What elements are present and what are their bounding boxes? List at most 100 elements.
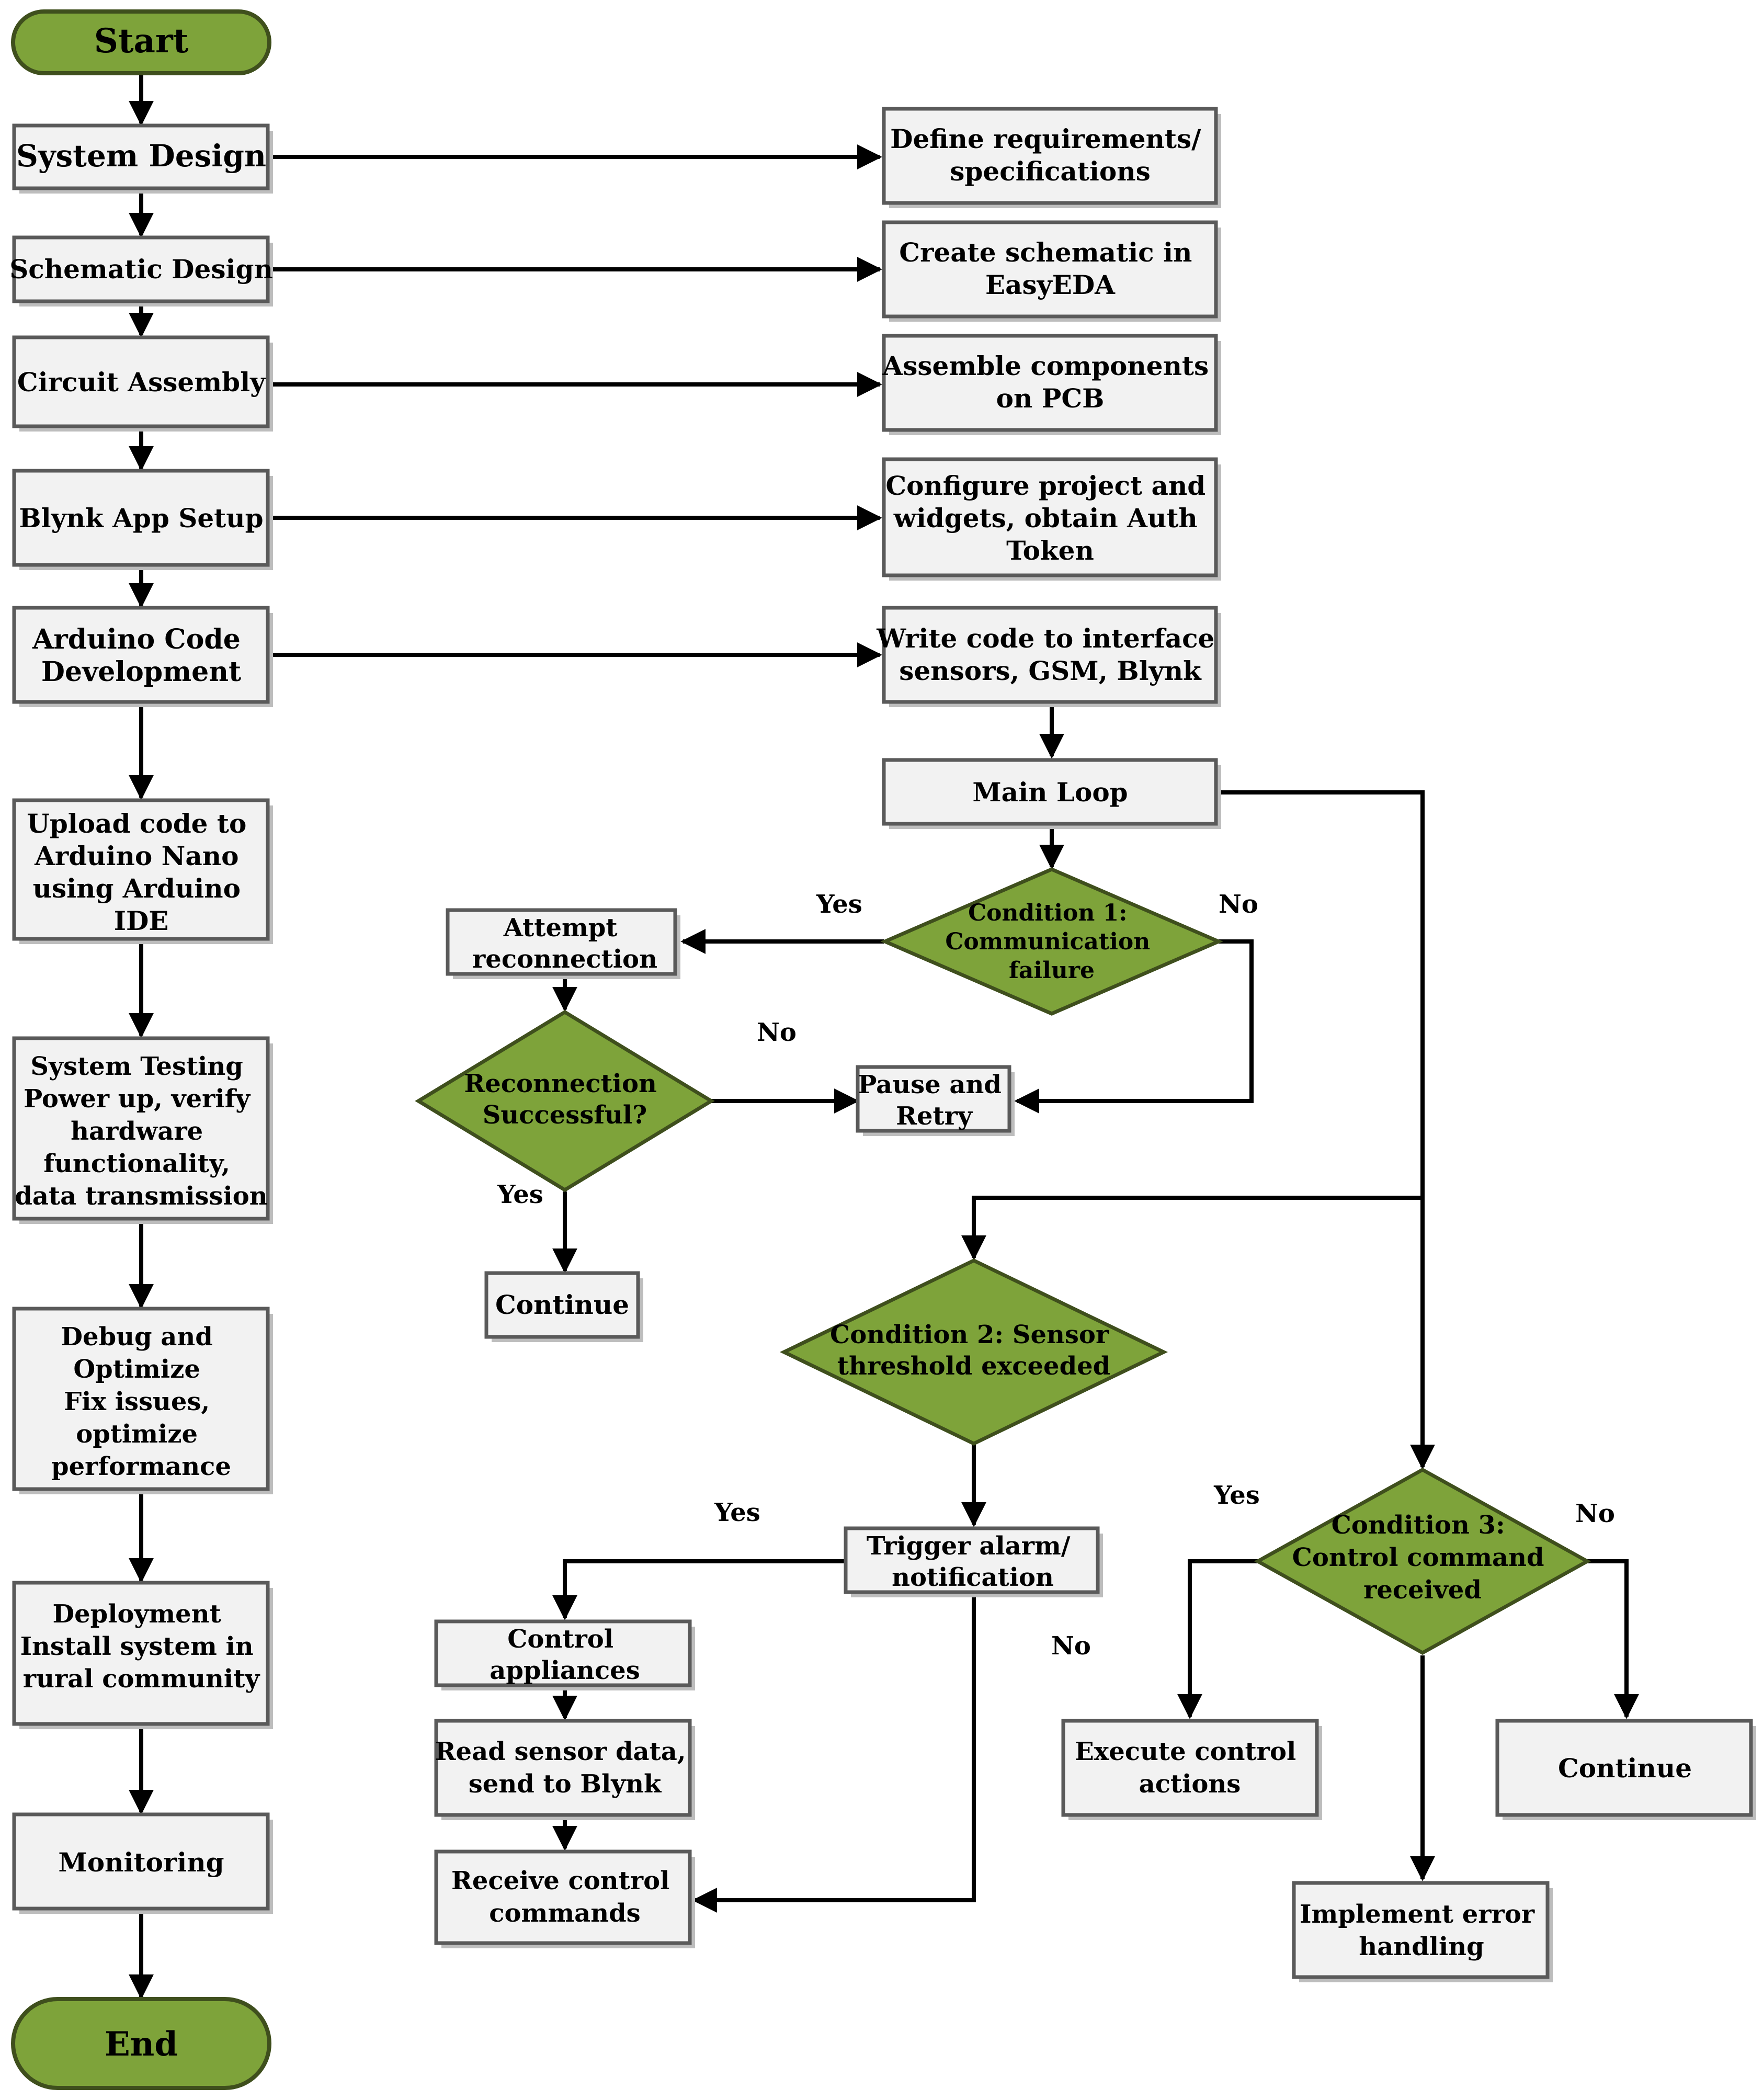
system-testing-line: hardware [71, 1117, 203, 1146]
condition-2-line: threshold exceeded [837, 1352, 1110, 1381]
arduino-code-line: Arduino Code [32, 623, 241, 655]
execute-actions-node[interactable]: Execute control actions [1061, 1719, 1322, 1820]
edge-cond3-continue [1587, 1559, 1639, 1719]
assemble-components-node[interactable]: Assemble components on PCB [882, 334, 1221, 435]
main-loop-node[interactable]: Main Loop [882, 758, 1221, 829]
reconnection-question-line: Successful? [483, 1100, 647, 1130]
debug-node[interactable]: Debug and Optimize Fix issues, optimize … [12, 1307, 273, 1494]
error-handling-node[interactable]: Implement error handling [1292, 1881, 1553, 1982]
debug-line: optimize [76, 1420, 198, 1449]
define-requirements-line: specifications [950, 156, 1151, 187]
pause-retry-label: Pause and Retry [858, 1070, 1010, 1131]
main-loop-label: Main Loop [972, 777, 1128, 808]
execute-actions-label: Execute control actions [1075, 1737, 1305, 1799]
assemble-components-label: Assemble components on PCB [882, 350, 1218, 414]
pause-retry-line: Retry [896, 1102, 973, 1131]
cond2-no-label: No [1051, 1631, 1091, 1661]
end-node[interactable]: End [11, 1997, 271, 2090]
start-node[interactable]: Start [11, 9, 271, 75]
condition-3-line: Control command [1292, 1543, 1544, 1572]
attempt-reconnection-label: Attempt reconnection [472, 913, 657, 974]
debug-line: performance [51, 1452, 231, 1481]
deployment-line: rural community [23, 1664, 261, 1694]
read-sensor-line: send to Blynk [469, 1769, 662, 1799]
continue-2-node[interactable]: Continue [1495, 1719, 1756, 1820]
trigger-alarm-line: Trigger alarm/ [867, 1531, 1071, 1561]
execute-actions-line: Execute control [1075, 1737, 1296, 1766]
control-appliances-line: Control [507, 1625, 613, 1654]
create-schematic-line: EasyEDA [985, 269, 1116, 300]
arduino-code-node[interactable]: Arduino Code Development [12, 606, 273, 707]
trigger-alarm-line: notification [892, 1563, 1054, 1592]
start-label: Start [94, 21, 189, 61]
configure-project-line: widgets, obtain Auth [893, 503, 1198, 533]
configure-project-line: Token [1006, 535, 1094, 566]
pause-retry-node[interactable]: Pause and Retry [856, 1065, 1015, 1136]
debug-line: Optimize [73, 1355, 200, 1384]
error-handling-line: handling [1359, 1932, 1484, 1961]
edge-mainloop-cond3 [1219, 790, 1435, 1470]
deployment-node[interactable]: Deployment Install system in rural commu… [12, 1581, 273, 1729]
arduino-code-label: Arduino Code Development [32, 623, 250, 688]
write-code-line: Write code to interface [876, 623, 1214, 654]
receive-commands-node[interactable]: Receive control commands [434, 1849, 695, 1948]
condition-2-line: Condition 2: Sensor [830, 1320, 1109, 1349]
blynk-setup-node[interactable]: Blynk App Setup [12, 469, 273, 570]
deployment-line: Install system in [20, 1632, 254, 1661]
condition-3-label: Condition 3: Control command received [1292, 1511, 1553, 1605]
upload-code-node[interactable]: Upload code to Arduino Nano using Arduin… [12, 798, 273, 944]
system-testing-node[interactable]: System Testing Power up, verify hardware… [12, 1036, 273, 1224]
edge-cond3-execute [1177, 1559, 1258, 1719]
edge-labels: Yes No No Yes Yes No Yes No [497, 890, 1615, 1661]
monitoring-node[interactable]: Monitoring [12, 1812, 273, 1914]
condition-3-node[interactable]: Condition 3: Control command received [1254, 1467, 1591, 1655]
condition-3-line: Condition 3: [1332, 1511, 1505, 1540]
condition-3-line: received [1363, 1575, 1482, 1605]
execute-actions-line: actions [1139, 1769, 1241, 1799]
system-testing-label: System Testing Power up, verify hardware… [15, 1052, 267, 1211]
schematic-design-node[interactable]: Schematic Design [9, 235, 273, 307]
attempt-reconnection-node[interactable]: Attempt reconnection [446, 908, 680, 979]
create-schematic-node[interactable]: Create schematic in EasyEDA [882, 220, 1221, 322]
system-testing-line: functionality, [43, 1149, 230, 1178]
continue-1-node[interactable]: Continue [484, 1271, 643, 1342]
condition-2-node[interactable]: Condition 2: Sensor threshold exceeded [779, 1258, 1168, 1446]
read-sensor-node[interactable]: Read sensor data, send to Blynk [434, 1719, 695, 1820]
circuit-assembly-node[interactable]: Circuit Assembly [12, 335, 273, 432]
configure-project-node[interactable]: Configure project and widgets, obtain Au… [882, 457, 1221, 581]
arduino-code-line: Development [41, 656, 241, 688]
assemble-components-line: Assemble components [882, 350, 1209, 381]
end-label: End [105, 2025, 178, 2064]
system-design-node[interactable]: System Design [12, 123, 273, 194]
control-appliances-line: appliances [490, 1656, 640, 1685]
condition-1-line: failure [1009, 957, 1095, 984]
reconnection-question-node[interactable]: Reconnection Successful? [415, 1009, 715, 1193]
system-testing-line: Power up, verify [24, 1084, 251, 1114]
schematic-design-label: Schematic Design [9, 254, 273, 285]
reconnect-yes-label: Yes [497, 1180, 543, 1209]
upload-code-line: Arduino Nano [34, 841, 238, 871]
left-column: Start System Design Schematic Design Cir… [9, 9, 273, 2090]
configure-project-label: Configure project and widgets, obtain Au… [885, 470, 1214, 566]
error-handling-label: Implement error handling [1300, 1900, 1543, 1961]
read-sensor-label: Read sensor data, send to Blynk [435, 1737, 695, 1799]
define-requirements-line: Define requirements/ [890, 123, 1201, 154]
receive-commands-line: commands [489, 1899, 640, 1928]
cond1-no-label: No [1219, 890, 1258, 919]
system-testing-line: System Testing [30, 1052, 243, 1081]
edges [129, 73, 1639, 2000]
edge-cond1-pause [1014, 939, 1254, 1114]
trigger-alarm-label: Trigger alarm/ notification [867, 1531, 1079, 1592]
continue-2-label: Continue [1558, 1753, 1692, 1784]
upload-code-line: Upload code to [27, 808, 246, 839]
deployment-line: Deployment [53, 1599, 221, 1629]
reconnection-question-line: Reconnection [464, 1069, 657, 1098]
control-appliances-node[interactable]: Control appliances [434, 1619, 695, 1690]
condition-1-node[interactable]: Condition 1: Communication failure [880, 867, 1223, 1016]
write-code-node[interactable]: Write code to interface sensors, GSM, Bl… [876, 606, 1224, 707]
create-schematic-label: Create schematic in EasyEDA [899, 237, 1201, 300]
trigger-alarm-node[interactable]: Trigger alarm/ notification [844, 1526, 1103, 1597]
pause-retry-line: Pause and [858, 1070, 1002, 1099]
define-requirements-node[interactable]: Define requirements/ specifications [882, 107, 1221, 208]
